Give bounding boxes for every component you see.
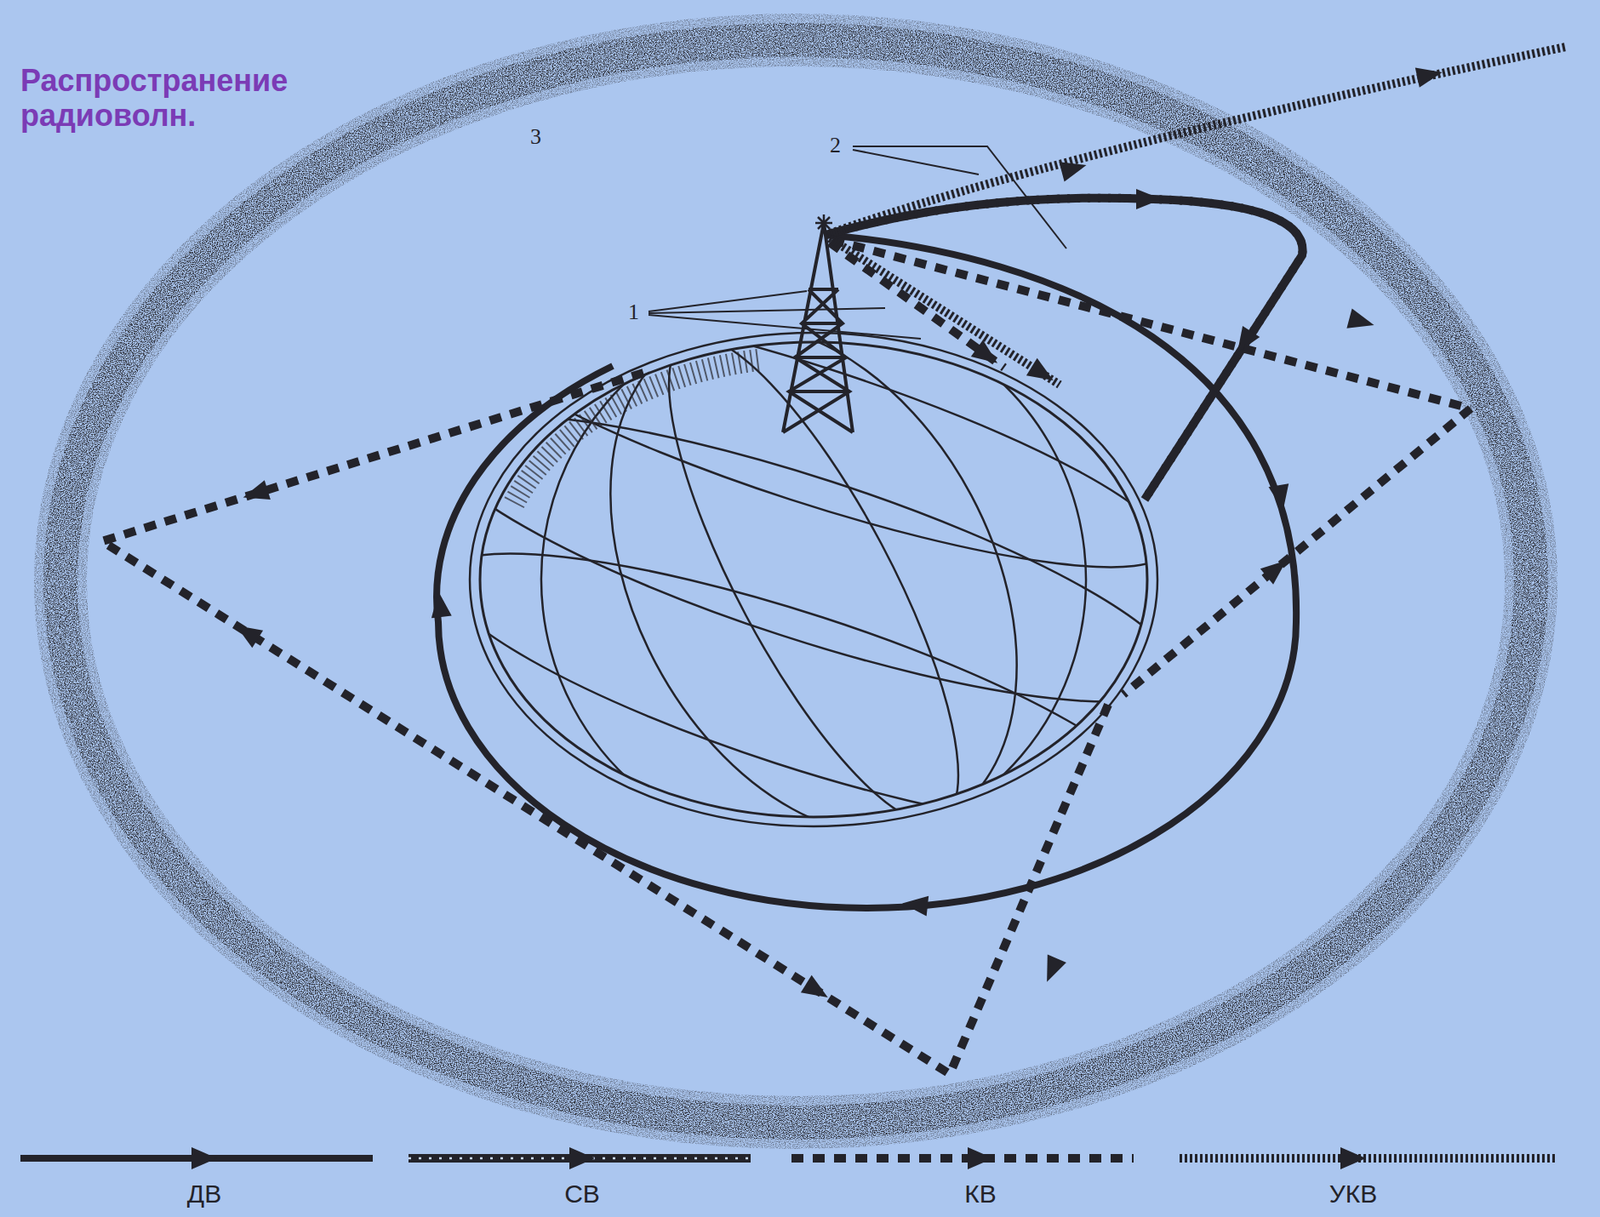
earth-globe [408,211,1204,949]
legend-text: СВ [564,1179,600,1210]
callout-number: 3 [527,124,544,150]
leader-lines [648,146,1067,339]
legend-text: ДВ [187,1179,222,1210]
ionosphere-layer [60,40,1532,1123]
slide-title: Распространение радиоволн. [20,62,327,134]
ultra-short-wave-path [825,46,1566,389]
legend-line [791,1154,1134,1163]
callout-number: 1 [625,299,642,326]
legend-line [1179,1154,1558,1163]
antenna-tower [782,214,853,433]
short-wave-path [102,240,1471,1075]
legend-text: УКВ [1329,1179,1378,1210]
legend-arrowhead [191,1147,218,1170]
legend-line-sample [20,1147,373,1170]
callout-number: 2 [827,132,844,159]
legend-line-sample [1179,1147,1558,1170]
legend-arrowhead [967,1147,994,1170]
legend-line-sample [791,1147,1134,1170]
legend-line-sample [408,1147,751,1170]
legend-arrowhead [569,1147,595,1170]
legend-arrowhead [1340,1147,1366,1170]
legend-text: КВ [964,1179,997,1210]
long-wave-path [428,234,1297,917]
